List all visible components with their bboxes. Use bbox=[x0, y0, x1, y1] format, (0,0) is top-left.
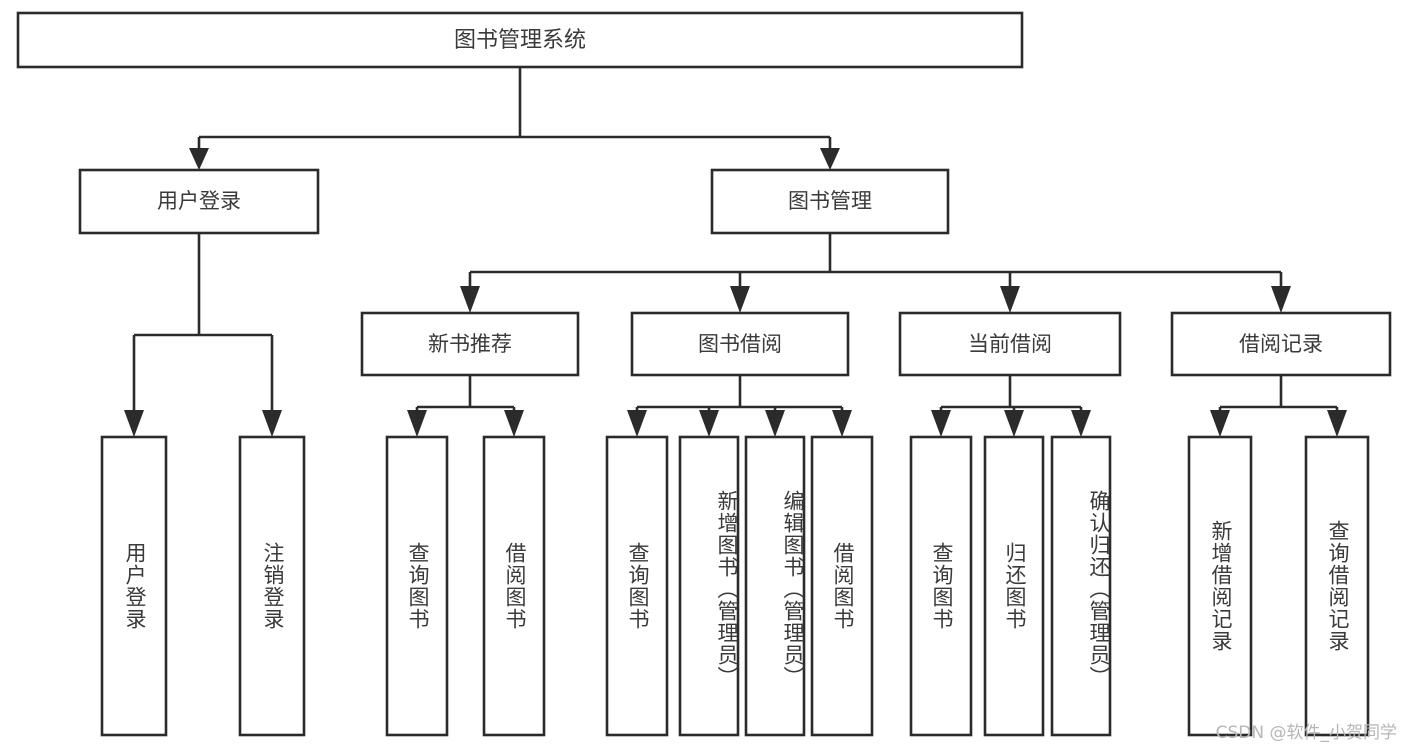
node-new-book-recommend-label: 新书推荐 bbox=[428, 332, 512, 356]
arrow-head-leaf-confirm-return bbox=[1071, 410, 1091, 437]
arrow-head-borrow bbox=[730, 286, 750, 313]
node-root-label: 图书管理系统 bbox=[454, 28, 586, 53]
node-book-borrow-box[interactable] bbox=[630, 311, 850, 377]
leaf-box-user-login[interactable] bbox=[100, 435, 168, 737]
node-book-borrow[interactable]: 图书借阅 bbox=[630, 311, 850, 377]
leaf-box-borrow-books-1[interactable] bbox=[482, 435, 546, 737]
arrow-head-leaf-query-books-2 bbox=[627, 410, 647, 437]
arrow-head-leaf-add-record bbox=[1210, 410, 1230, 437]
csdn-watermark: CSDN @软件_小贺同学 bbox=[1215, 723, 1397, 743]
arrow-head-leaf-return-book bbox=[1004, 410, 1024, 437]
connector-group bbox=[124, 67, 1347, 437]
node-book-borrow-label: 图书借阅 bbox=[698, 332, 782, 356]
node-borrow-record-label: 借阅记录 bbox=[1239, 332, 1323, 356]
node-user-login[interactable]: 用户登录 bbox=[78, 168, 320, 235]
node-book-management-box[interactable] bbox=[710, 168, 950, 235]
node-root[interactable]: 图书管理系统 bbox=[16, 11, 1024, 69]
node-borrow-record-box[interactable] bbox=[1170, 311, 1392, 377]
arrow-head-leaf-borrow-books-1 bbox=[504, 410, 524, 437]
arrow-head-leaf-edit-book bbox=[765, 410, 785, 437]
leaf-box-confirm-return[interactable] bbox=[1050, 435, 1112, 737]
node-book-management[interactable]: 图书管理 bbox=[710, 168, 950, 235]
leaf-box-query-books-3[interactable] bbox=[909, 435, 973, 737]
leaf-box-borrow-books-2[interactable] bbox=[810, 435, 874, 737]
node-borrow-record[interactable]: 借阅记录 bbox=[1170, 311, 1392, 377]
leaf-box-add-record[interactable] bbox=[1187, 435, 1253, 737]
node-new-book-recommend[interactable]: 新书推荐 bbox=[360, 311, 580, 377]
arrow-head-record bbox=[1271, 286, 1291, 313]
leaf-box-edit-book[interactable] bbox=[744, 435, 806, 737]
arrow-head-current bbox=[1000, 286, 1020, 313]
node-root-box[interactable] bbox=[16, 11, 1024, 69]
leaf-box-query-books-1[interactable] bbox=[385, 435, 449, 737]
arrow-head-leaf-add-book bbox=[699, 410, 719, 437]
arrow-head-leaf-logout bbox=[262, 410, 282, 437]
arrow-head-leaf-query-books-3 bbox=[931, 410, 951, 437]
node-new-book-recommend-box[interactable] bbox=[360, 311, 580, 377]
node-current-borrow-label: 当前借阅 bbox=[968, 332, 1052, 356]
arrow-head-leaf-user-login bbox=[124, 410, 144, 437]
leaf-box-add-book[interactable] bbox=[678, 435, 740, 737]
arrow-head-new-book bbox=[460, 286, 480, 313]
node-user-login-box[interactable] bbox=[78, 168, 320, 235]
arrow-head-user-login bbox=[189, 148, 209, 170]
arrow-head-book-mgmt bbox=[820, 148, 840, 170]
leaf-box-query-record[interactable] bbox=[1304, 435, 1370, 737]
node-current-borrow-box[interactable] bbox=[898, 311, 1122, 377]
node-current-borrow[interactable]: 当前借阅 bbox=[898, 311, 1122, 377]
node-book-management-label: 图书管理 bbox=[788, 189, 872, 213]
arrow-head-leaf-query-record bbox=[1327, 410, 1347, 437]
leaf-box-group bbox=[100, 435, 1370, 737]
arrow-head-leaf-borrow-books-2 bbox=[832, 410, 852, 437]
leaf-box-query-books-2[interactable] bbox=[605, 435, 669, 737]
leaf-box-return-book[interactable] bbox=[983, 435, 1045, 737]
leaf-box-logout[interactable] bbox=[238, 435, 306, 737]
arrow-head-leaf-query-books-1 bbox=[407, 410, 427, 437]
node-user-login-label: 用户登录 bbox=[157, 189, 241, 213]
